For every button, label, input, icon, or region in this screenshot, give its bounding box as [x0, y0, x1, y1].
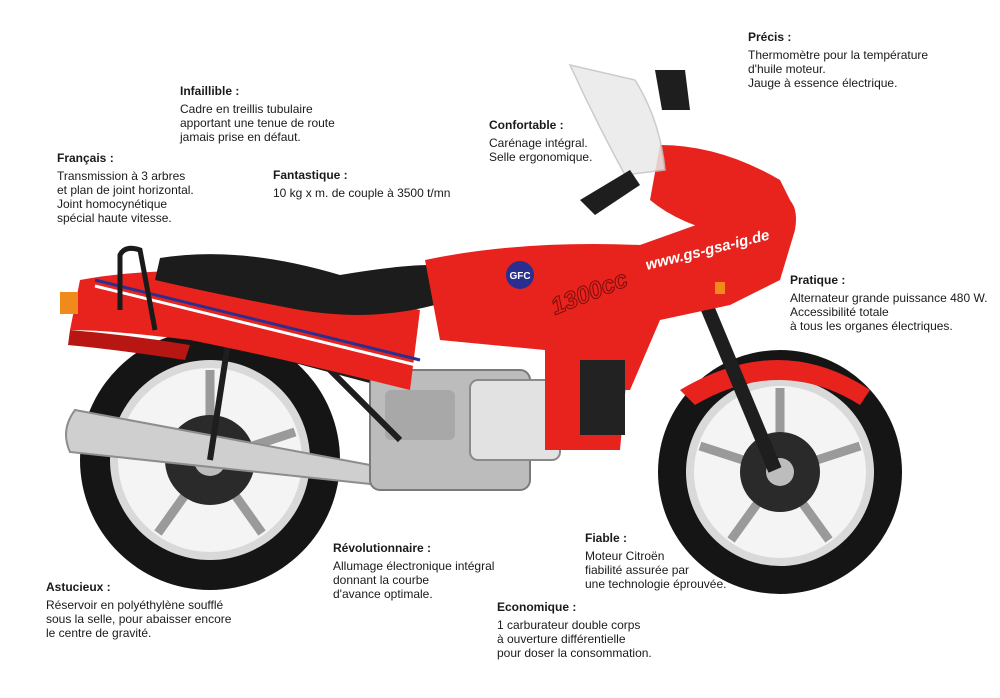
windscreen	[568, 63, 666, 176]
callout-economique: Economique : 1 carburateur double corps …	[497, 600, 652, 660]
radiator-panel	[580, 360, 625, 435]
callout-body: Thermomètre pour la température d'huile …	[748, 48, 929, 90]
callout-title: Pratique :	[790, 273, 846, 287]
callout-precis: Précis : Thermomètre pour la température…	[748, 30, 928, 90]
upper-fairing	[650, 145, 795, 235]
callout-title: Français :	[57, 151, 114, 165]
callout-confortable: Confortable : Carénage intégral. Selle e…	[489, 118, 592, 164]
mirror	[655, 70, 690, 110]
callout-title: Révolutionnaire :	[333, 541, 432, 555]
brand-logo-text: GFC	[509, 271, 530, 282]
callout-body: Transmission à 3 arbres et plan de joint…	[57, 169, 194, 225]
callout-title: Infaillible :	[180, 84, 240, 98]
callout-body: 1 carburateur double corps à ouverture d…	[497, 618, 652, 660]
callout-title: Astucieux :	[46, 580, 111, 594]
rear-bodywork-shadow	[68, 330, 190, 360]
seat	[155, 254, 435, 315]
callout-body: Réservoir en polyéthylène soufflé sous l…	[46, 598, 232, 640]
callout-pratique: Pratique : Alternateur grande puissance …	[790, 273, 987, 333]
callout-infaillible: Infaillible : Cadre en treillis tubulair…	[180, 84, 335, 144]
grab-rail	[117, 245, 158, 331]
callout-body: Moteur Citroën fiabilité assurée par une…	[585, 549, 727, 591]
callout-body: Alternateur grande puissance 480 W. Acce…	[790, 291, 988, 333]
callout-body: Cadre en treillis tubulaire apportant un…	[180, 102, 335, 144]
callout-fiable: Fiable : Moteur Citroën fiabilité assuré…	[585, 531, 726, 591]
front-fork	[693, 287, 782, 473]
callout-body: Allumage électronique intégral donnant l…	[333, 559, 495, 601]
callout-title: Précis :	[748, 30, 792, 44]
callout-body: Carénage intégral. Selle ergonomique.	[489, 136, 593, 164]
callout-title: Economique :	[497, 600, 577, 614]
engine	[369, 369, 561, 491]
callout-fantastique: Fantastique : 10 kg x m. de couple à 350…	[273, 168, 450, 200]
callout-francais: Français : Transmission à 3 arbres et pl…	[57, 151, 194, 225]
callout-title: Confortable :	[489, 118, 564, 132]
callout-astucieux: Astucieux : Réservoir en polyéthylène so…	[46, 580, 231, 640]
brand-logo: GFC	[506, 261, 534, 289]
front-wheel	[658, 350, 902, 594]
callout-title: Fiable :	[585, 531, 628, 545]
tail-light	[60, 292, 78, 314]
callout-body: 10 kg x m. de couple à 3500 t/mn	[273, 186, 451, 200]
callout-revolutionnaire: Révolutionnaire : Allumage électronique …	[333, 541, 494, 601]
main-fairing	[425, 195, 796, 390]
handlebar	[580, 170, 640, 215]
front-indicator	[715, 282, 725, 294]
callout-title: Fantastique :	[273, 168, 348, 182]
motorcycle-illustration: GFC 1300cc www.gs-gsa-ig.de	[60, 63, 902, 594]
